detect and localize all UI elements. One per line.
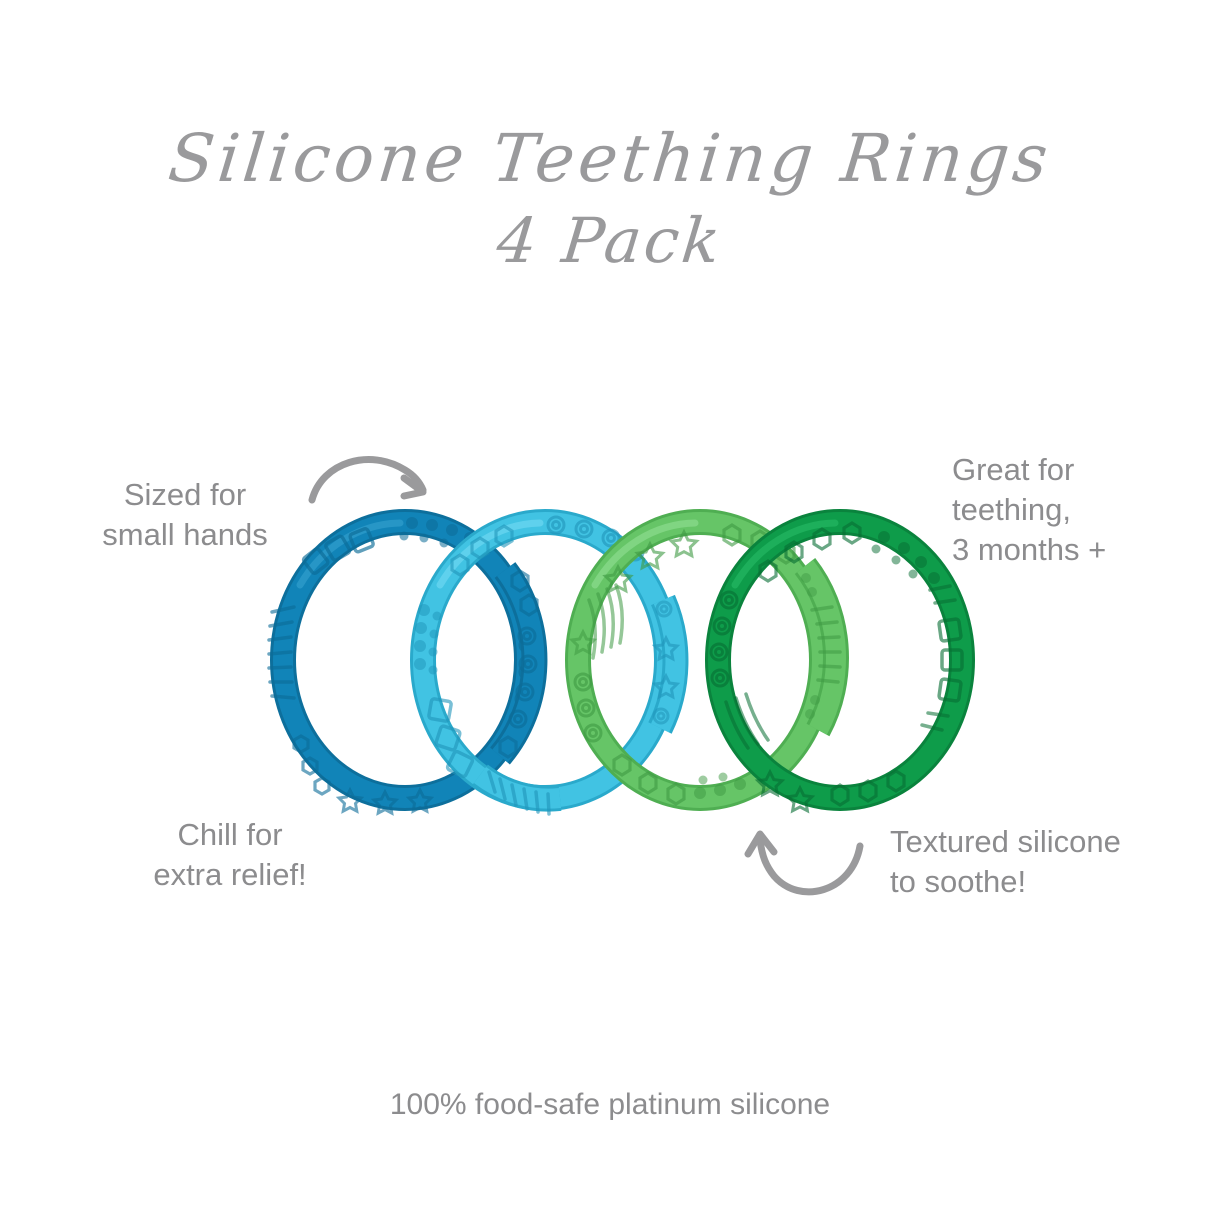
texture-bumps [694,772,746,799]
dark-blue-ring-front-segment [489,562,548,765]
light-green-ring [565,509,835,811]
texture-hexagons [510,569,539,617]
dark-green-ring [705,509,975,814]
texture-hexagons [292,734,331,796]
callout-textured-silicone: Textured silicone to soothe! [890,824,1121,899]
texture-hexagons [450,524,514,577]
texture-concentric-circles [508,626,538,729]
texture-ridges [487,770,551,816]
footer-note: 100% food-safe platinum silicone [389,1088,831,1121]
texture-bumps [871,531,940,584]
texture-ridges [587,583,624,660]
texture-squares [301,527,375,575]
texture-concentric-circles [709,590,739,688]
light-green-ring-front-segment [794,557,849,737]
texture-squares [937,617,964,703]
texture-hexagons [830,769,906,807]
callout-sized-for-small-hands: Sized for small hands [102,477,268,552]
texture-hexagons [758,521,862,583]
light-blue-ring-front-segment [648,594,689,734]
light-blue-ring [410,509,680,816]
dark-blue-ring [267,509,540,816]
texture-ridges [920,584,957,732]
texture-ridges [810,605,842,684]
texture-stars [335,786,435,816]
texture-hexagons [498,735,518,759]
callout-chill-for-extra-relief: Chill for extra relief! [153,817,307,892]
texture-stars [568,628,598,656]
texture-concentric-circles [573,672,603,743]
texture-ridges [724,692,770,750]
texture-stars [651,634,681,700]
texture-bumps [801,573,820,719]
texture-hexagons [612,753,686,806]
texture-stars [754,768,816,814]
callout-great-for-teething: Great for teething, 3 months + [952,452,1107,567]
texture-bumps [414,604,442,675]
texture-squares [427,697,475,779]
texture-ridges [267,605,296,700]
texture-concentric-circles [652,600,673,725]
